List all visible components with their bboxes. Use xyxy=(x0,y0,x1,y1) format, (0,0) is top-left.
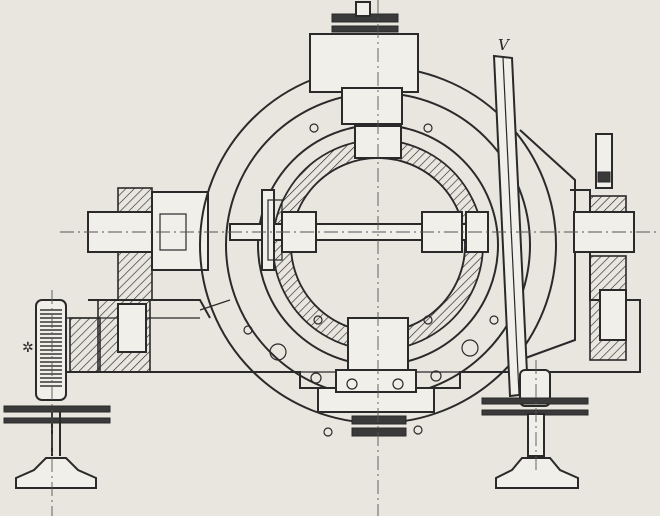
screws xyxy=(243,123,499,437)
disk-plate: V xyxy=(492,36,530,398)
bottom-gear-stack xyxy=(317,369,435,437)
right-bracket xyxy=(573,133,635,361)
svg-text:✲: ✲ xyxy=(22,340,34,356)
right-leveling-jack xyxy=(481,369,589,489)
left-leveling-jack: ✲ xyxy=(3,299,111,489)
top-tower xyxy=(309,1,419,125)
center-lines xyxy=(51,0,660,516)
plate-label: V xyxy=(498,36,511,54)
left-bracket xyxy=(69,187,153,373)
left-shaft-housing xyxy=(87,191,209,271)
